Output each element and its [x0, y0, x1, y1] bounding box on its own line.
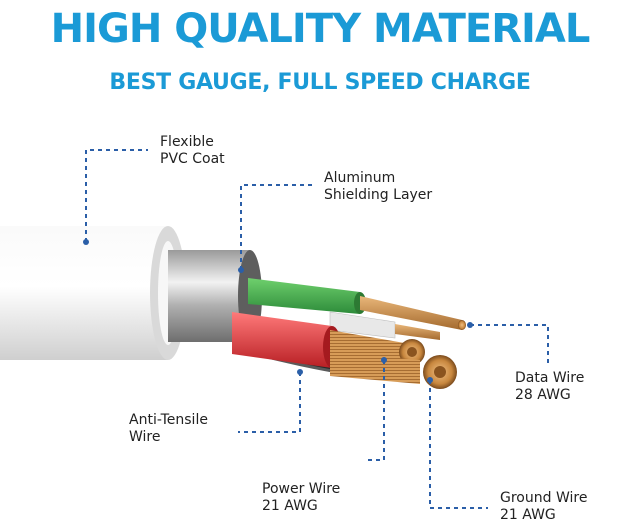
leader-lines [85, 149, 549, 509]
leader-anti-tensile [238, 372, 301, 433]
red-power-wire [232, 312, 425, 368]
green-data-wire [248, 278, 466, 330]
headline: HIGH QUALITY MATERIAL [50, 6, 591, 52]
leader-ground-wire [429, 380, 488, 509]
pvc-jacket [0, 226, 186, 360]
subheadline: BEST GAUGE, FULL SPEED CHARGE [109, 70, 531, 95]
leader-data-wire [470, 324, 549, 364]
white-data-wire [329, 311, 440, 340]
leader-power-wire [368, 360, 385, 461]
leader-pvc-coat [85, 149, 148, 242]
leader-dots [83, 239, 473, 383]
